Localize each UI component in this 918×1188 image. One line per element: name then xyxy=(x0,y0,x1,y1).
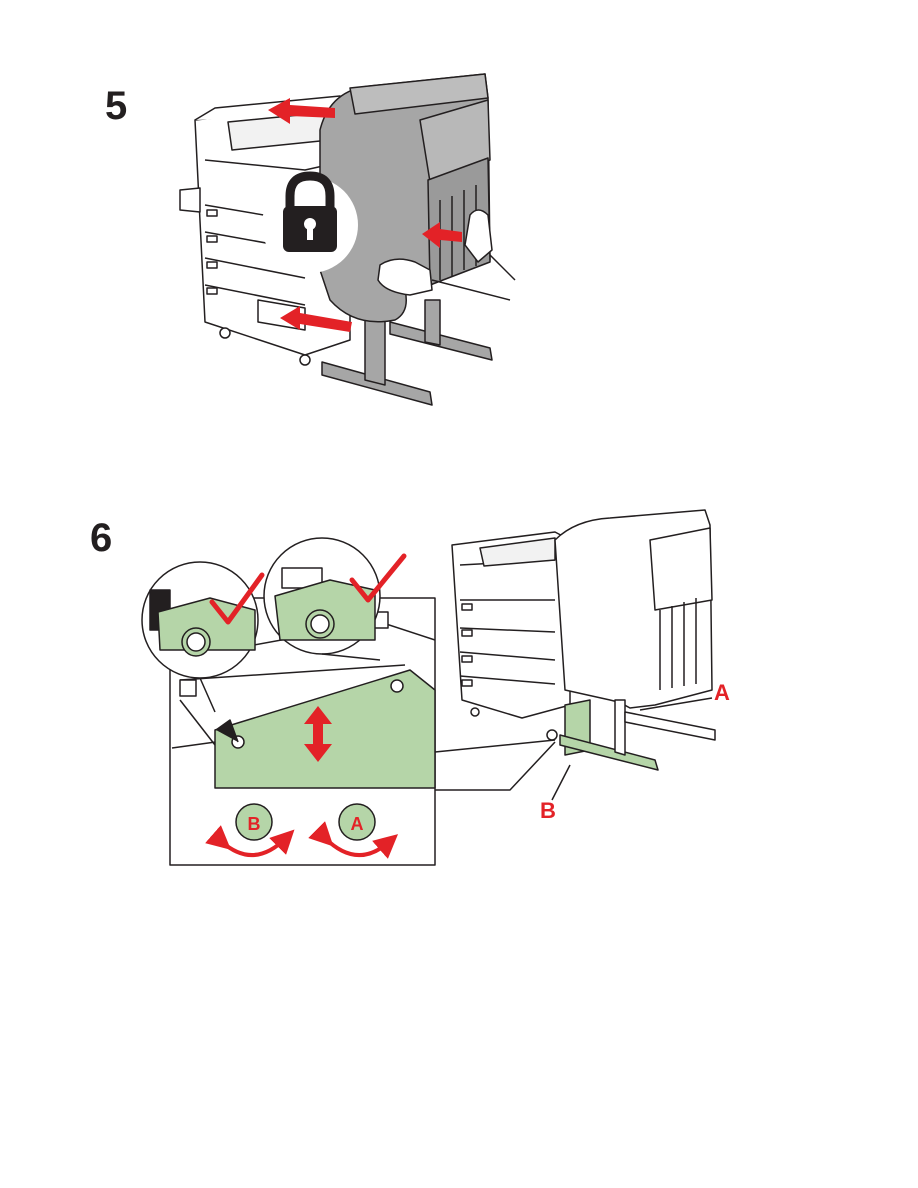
knob-b-label: B xyxy=(248,814,261,834)
knob-a-label: A xyxy=(351,814,364,834)
machine-overview xyxy=(452,510,715,770)
callout-a: A xyxy=(714,680,730,705)
callout-b: B xyxy=(540,798,556,823)
step-6-illustration: B A xyxy=(142,510,730,865)
step-5-illustration xyxy=(180,74,515,405)
